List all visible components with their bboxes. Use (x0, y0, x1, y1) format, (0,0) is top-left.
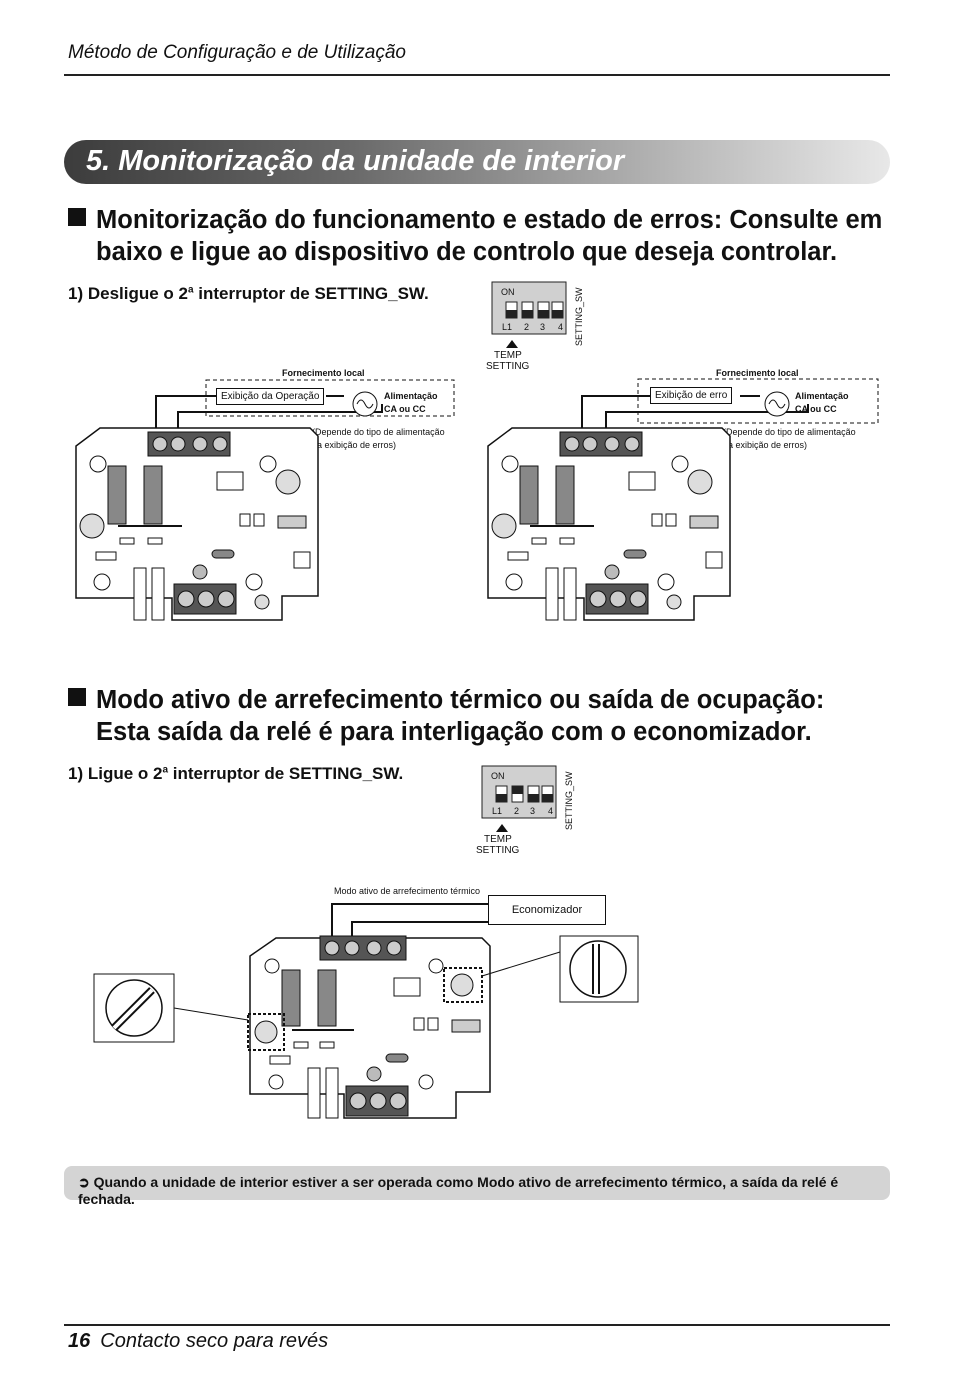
section2-heading-line2: Esta saída da relé é para interligação c… (96, 718, 812, 746)
setting-switch-on (481, 765, 557, 832)
economizer-wiring-diagram (93, 903, 639, 1119)
right-note2: da exibição de erros) (723, 440, 808, 450)
left-supply-label: Fornecimento local (282, 368, 365, 378)
footer-rule (64, 1324, 890, 1326)
step-sup: a (187, 284, 194, 296)
note-body: Quando a unidade de interior estiver a s… (78, 1174, 839, 1207)
section2-heading-line1: Modo ativo de arrefecimento térmico ou s… (96, 686, 825, 714)
right-note1: (Depende do tipo de alimentação (723, 427, 856, 437)
switch2-l2: 2 (514, 806, 520, 816)
section1-heading-line1: Monitorização do funcionamento e estado … (96, 206, 883, 234)
step-suffix: interruptor de SETTING_SW. (193, 284, 429, 303)
switch1-l4: 4 (558, 322, 564, 332)
switch1-l1: L1 (502, 322, 513, 332)
left-power1: Alimentação (384, 391, 438, 401)
switch2-temp: TEMP (484, 834, 512, 845)
right-supply-label: Fornecimento local (716, 368, 799, 378)
header-title: Método de Configuração e de Utilização (68, 42, 406, 63)
left-note1: (Depende do tipo de alimentação (312, 427, 445, 437)
setting-switch-off (491, 281, 567, 348)
switch1-temp: TEMP (494, 350, 522, 361)
footer: 16 Contacto seco para revés (68, 1330, 328, 1353)
square-bullet-icon (68, 688, 86, 706)
left-box-label: Exibição da Operação (216, 388, 325, 405)
switch2-side: SETTING_SW (564, 771, 574, 830)
square-bullet-icon (68, 208, 86, 226)
step-suffix: interruptor de SETTING_SW. (168, 764, 404, 783)
section1-heading-line2: baixo e ligue ao dispositivo de controlo… (96, 238, 838, 266)
right-box-label: Exibição de erro (650, 387, 733, 404)
section2-step: 1) Ligue o 2a interruptor de SETTING_SW. (68, 764, 403, 784)
switch1-side: SETTING_SW (574, 287, 584, 346)
left-wiring-diagram (75, 379, 455, 621)
right-power2: CA ou CC (795, 404, 837, 414)
header-rule (64, 74, 890, 76)
note-box: ➲ Quando a unidade de interior estiver a… (64, 1166, 890, 1207)
footer-title: Contacto seco para revés (100, 1330, 329, 1352)
section1-step: 1) Desligue o 2a interruptor de SETTING_… (68, 284, 429, 304)
switch2-l3: 3 (530, 806, 536, 816)
switch2-setting: SETTING (476, 845, 520, 856)
section2-heading: Modo ativo de arrefecimento térmico ou s… (68, 684, 888, 748)
right-power1: Alimentação (795, 391, 849, 401)
economizer-box: Economizador (488, 895, 606, 925)
switch1-on: ON (501, 287, 515, 297)
mode-label: Modo ativo de arrefecimento térmico (334, 886, 481, 896)
switch1-setting: SETTING (486, 361, 530, 372)
section1-heading: Monitorização do funcionamento e estado … (68, 204, 888, 268)
page-number: 16 (68, 1330, 91, 1352)
right-wiring-diagram (487, 378, 879, 621)
left-note2: da exibição de erros) (312, 440, 397, 450)
switch1-l2: 2 (524, 322, 530, 332)
switch1-l3: 3 (540, 322, 546, 332)
switch2-on: ON (491, 771, 505, 781)
step-sup: a (162, 764, 169, 776)
note-text: ➲ Quando a unidade de interior estiver a… (78, 1174, 890, 1207)
left-power2: CA ou CC (384, 404, 426, 414)
section-banner: 5. Monitorização da unidade de interior (64, 140, 890, 184)
arrow-icon: ➲ (78, 1174, 90, 1190)
banner-title: 5. Monitorização da unidade de interior (86, 145, 625, 177)
switch2-l4: 4 (548, 806, 554, 816)
switch2-l1: L1 (492, 806, 503, 816)
step-prefix: 1) Desligue o 2 (68, 284, 188, 303)
step-prefix: 1) Ligue o 2 (68, 764, 163, 783)
